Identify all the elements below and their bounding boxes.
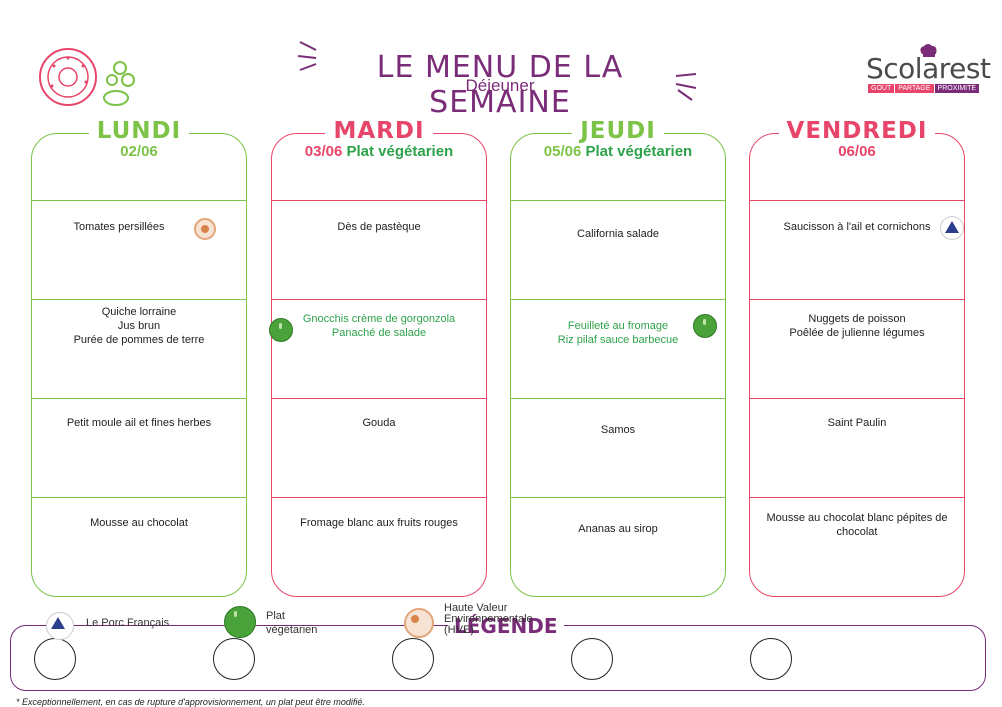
vegetarian-icon — [693, 314, 717, 338]
day-name: MARDI — [271, 118, 487, 144]
porc-francais-icon — [940, 216, 964, 240]
day-date-value: 03/06 — [304, 143, 343, 160]
dish-dessert: Mousse au chocolat — [90, 517, 188, 529]
legend-label: Plat végétarien — [266, 610, 318, 636]
day-card-mardi — [271, 133, 487, 597]
dish-starter: California salade — [577, 228, 659, 240]
page-subtitle: Déjeuner — [465, 76, 535, 95]
dish-main: Gnocchis crème de gorgonzola Panaché de … — [302, 313, 456, 339]
brand-tag: GOÛT — [868, 84, 895, 93]
dish-starter: Saucisson à l'ail et cornichons — [783, 221, 931, 233]
porc-francais-icon — [46, 612, 74, 640]
brand-tag: PARTAGE — [895, 84, 934, 93]
day-date-value: 05/06 — [543, 143, 582, 160]
day-card-vendredi — [749, 133, 965, 597]
day-name: LUNDI — [31, 118, 247, 144]
dish-main: Quiche lorraine Jus brun Purée de pommes… — [73, 306, 205, 346]
legend-label: Haute Valeur Environnementale (HVE) — [444, 602, 533, 636]
dish-cheese: Gouda — [362, 417, 396, 429]
dish-main: Feuilleté au fromage Riz pilaf sauce bar… — [557, 320, 679, 346]
day-card-lundi — [31, 133, 247, 597]
dish-main: Nuggets de poisson Poêlée de julienne lé… — [789, 313, 925, 339]
day-name-label: MARDI — [325, 118, 433, 144]
apple-slice-icon — [39, 48, 97, 106]
legend-slot — [392, 638, 434, 680]
legend-slot — [750, 638, 792, 680]
chef-hat-icon — [920, 44, 937, 57]
brand-tag: PROXIMITÉ — [934, 84, 980, 93]
brand-logo: Scolarest — [866, 52, 991, 85]
day-note: Plat végétarien — [346, 143, 454, 160]
dish-dessert: Ananas au sirop — [578, 523, 658, 535]
dish-cheese: Petit moule ail et fines herbes — [66, 417, 212, 429]
vegetarian-icon — [269, 318, 293, 342]
day-date: 02/06 — [120, 143, 158, 160]
spark-left-icon — [297, 41, 317, 71]
hve-icon — [404, 608, 434, 638]
day-date: 06/06 — [838, 143, 876, 160]
day-note: Plat végétarien — [585, 143, 693, 160]
page-title: LE MENU DE LA SEMAINE — [376, 50, 624, 120]
dish-starter: Tomates persillées — [73, 221, 165, 233]
day-name: VENDREDI — [749, 118, 965, 144]
legend-slot — [213, 638, 255, 680]
day-card-jeudi — [510, 133, 726, 597]
day-name-label: VENDREDI — [778, 118, 936, 144]
dish-dessert: Fromage blanc aux fruits rouges — [300, 517, 458, 529]
day-date: 03/06 Plat végétarien — [271, 143, 487, 160]
dish-cheese: Saint Paulin — [827, 417, 887, 429]
dish-starter: Dès de pastèque — [337, 221, 421, 233]
legend-slot — [34, 638, 76, 680]
day-name: JEUDI — [510, 118, 726, 144]
legend-label: Le Porc Français — [86, 617, 170, 629]
peas-icon — [103, 61, 135, 106]
day-name-label: JEUDI — [572, 118, 664, 144]
hve-icon — [194, 218, 216, 240]
dish-cheese: Samos — [600, 424, 636, 436]
day-date: 05/06 Plat végétarien — [510, 143, 726, 160]
spark-right-icon — [675, 73, 697, 101]
footnote: * Exceptionnellement, en cas de rupture … — [16, 697, 365, 707]
legend-title: LÉGENDE — [448, 614, 564, 638]
vegetarian-icon — [224, 606, 256, 638]
legend-slot — [571, 638, 613, 680]
day-name-label: LUNDI — [88, 118, 190, 144]
dish-dessert: Mousse au chocolat blanc pépites de choc… — [766, 512, 948, 538]
